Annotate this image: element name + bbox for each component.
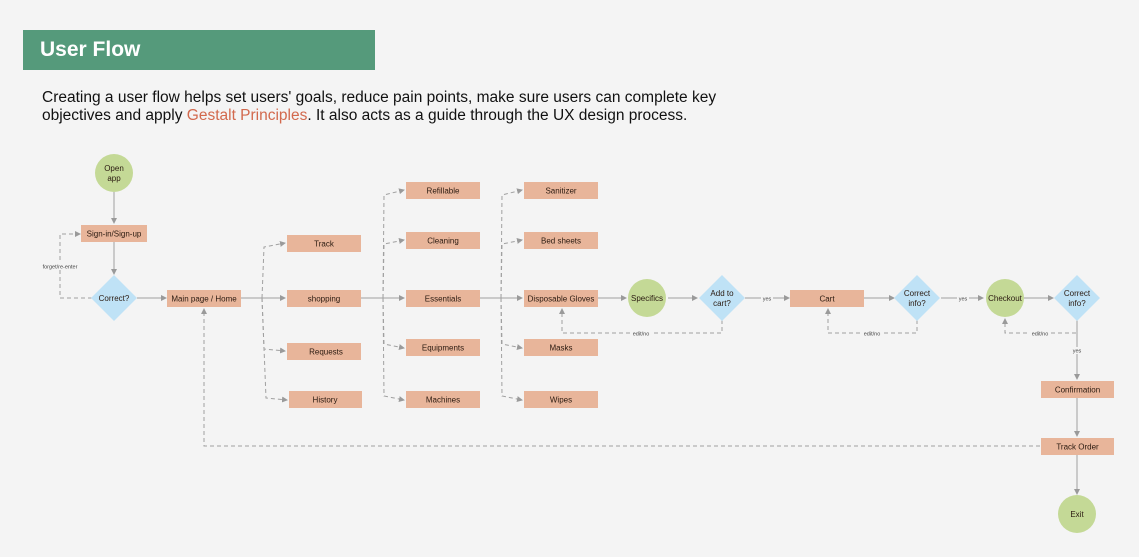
node-open-app-line-1: Open bbox=[104, 164, 124, 173]
node-wipes-label: Wipes bbox=[550, 396, 572, 405]
node-sanitizer-label: Sanitizer bbox=[545, 187, 576, 196]
node-track-order[interactable]: Track Order bbox=[1041, 438, 1114, 455]
node-disposable-gloves-label: Disposable Gloves bbox=[528, 295, 595, 304]
node-correct-label: Correct? bbox=[99, 294, 130, 303]
node-requests-label: Requests bbox=[309, 348, 343, 357]
node-refillable[interactable]: Refillable bbox=[406, 182, 480, 199]
edge-trackorder-main bbox=[201, 308, 1040, 447]
node-checkout-label: Checkout bbox=[988, 294, 1023, 303]
node-cart[interactable]: Cart bbox=[790, 290, 864, 307]
node-cart-label: Cart bbox=[819, 295, 835, 304]
node-main-page[interactable]: Main page / Home bbox=[167, 290, 241, 307]
node-machines[interactable]: Machines bbox=[406, 391, 480, 408]
node-equipments[interactable]: Equipments bbox=[406, 339, 480, 356]
label-edit-no-2: edit/no bbox=[864, 332, 881, 338]
node-cleaning[interactable]: Cleaning bbox=[406, 232, 480, 249]
edge-main-history bbox=[261, 297, 288, 403]
node-track[interactable]: Track bbox=[287, 235, 361, 252]
edge-main-requests bbox=[261, 297, 286, 354]
process-nodes: Sign-in/Sign-up Main page / Home Track s… bbox=[81, 182, 1114, 455]
node-history[interactable]: History bbox=[289, 391, 362, 408]
node-bed-sheets-label: Bed sheets bbox=[541, 237, 581, 246]
node-correct[interactable]: Correct? bbox=[91, 275, 137, 321]
page-title: User Flow bbox=[40, 38, 141, 61]
edge-correct1-edit bbox=[825, 308, 918, 334]
node-essentials[interactable]: Essentials bbox=[406, 290, 480, 307]
node-wipes[interactable]: Wipes bbox=[524, 391, 598, 408]
node-add-to-cart-line-2: cart? bbox=[713, 299, 731, 308]
node-correct-info-1-line-1: Correct bbox=[904, 289, 931, 298]
node-confirmation-label: Confirmation bbox=[1055, 386, 1100, 395]
intro-paragraph: Creating a user flow helps set users' go… bbox=[42, 89, 762, 125]
label-yes-2: yes bbox=[959, 297, 968, 303]
node-main-page-label: Main page / Home bbox=[171, 295, 237, 304]
node-shopping[interactable]: shopping bbox=[287, 290, 361, 307]
node-equipments-label: Equipments bbox=[422, 344, 464, 353]
node-exit-label: Exit bbox=[1070, 510, 1084, 519]
node-track-order-label: Track Order bbox=[1056, 443, 1099, 452]
label-forget-reenter: forget/re-enter bbox=[43, 265, 78, 271]
edge-main-track bbox=[261, 240, 286, 299]
node-track-label: Track bbox=[314, 240, 335, 249]
node-correct-info-1-line-2: info? bbox=[908, 299, 926, 308]
gestalt-link[interactable]: Gestalt Principles bbox=[186, 107, 308, 124]
node-shopping-label: shopping bbox=[308, 295, 340, 304]
edge-shopping-machines bbox=[382, 297, 405, 402]
label-yes-3: yes bbox=[1073, 349, 1082, 355]
node-specifics-label: Specifics bbox=[631, 294, 663, 303]
label-yes-1: yes bbox=[763, 297, 772, 303]
node-exit[interactable]: Exit bbox=[1058, 495, 1096, 533]
node-add-to-cart-line-1: Add to bbox=[710, 289, 734, 298]
edge-essentials-masks bbox=[500, 297, 523, 350]
node-masks[interactable]: Masks bbox=[524, 339, 598, 356]
node-refillable-label: Refillable bbox=[427, 187, 460, 196]
node-machines-label: Machines bbox=[426, 396, 460, 405]
node-specifics[interactable]: Specifics bbox=[628, 279, 666, 317]
node-disposable-gloves[interactable]: Disposable Gloves bbox=[524, 290, 598, 307]
node-checkout[interactable]: Checkout bbox=[986, 279, 1024, 317]
edge-shopping-cleaning bbox=[382, 238, 405, 299]
node-bed-sheets[interactable]: Bed sheets bbox=[524, 232, 598, 249]
title-banner: User Flow bbox=[23, 30, 375, 70]
node-cleaning-label: Cleaning bbox=[427, 237, 459, 246]
node-signin-label: Sign-in/Sign-up bbox=[87, 230, 142, 239]
node-sanitizer[interactable]: Sanitizer bbox=[524, 182, 598, 199]
node-essentials-label: Essentials bbox=[425, 295, 461, 304]
node-open-app-line-2: app bbox=[107, 174, 121, 183]
label-edit-no-3: edit/no bbox=[1032, 332, 1049, 338]
intro-text-end: . It also acts as a guide through the UX… bbox=[307, 107, 688, 124]
edge-essentials-wipes bbox=[500, 297, 523, 402]
label-edit-no-1: edit/no bbox=[633, 332, 650, 338]
node-signin[interactable]: Sign-in/Sign-up bbox=[81, 225, 147, 242]
node-masks-label: Masks bbox=[549, 344, 572, 353]
edge-shopping-equipments bbox=[382, 297, 405, 350]
node-correct-info-2-line-2: info? bbox=[1068, 299, 1086, 308]
node-confirmation[interactable]: Confirmation bbox=[1041, 381, 1114, 398]
intro-text-start: Creating a user flow helps set users' go… bbox=[42, 89, 717, 124]
edge-labels: forget/re-enter yes yes yes edit/no edit… bbox=[38, 263, 1083, 355]
node-requests[interactable]: Requests bbox=[287, 343, 361, 360]
edge-essentials-bedsheets bbox=[500, 238, 523, 299]
node-history-label: History bbox=[313, 396, 338, 405]
node-correct-info-2-line-1: Correct bbox=[1064, 289, 1091, 298]
